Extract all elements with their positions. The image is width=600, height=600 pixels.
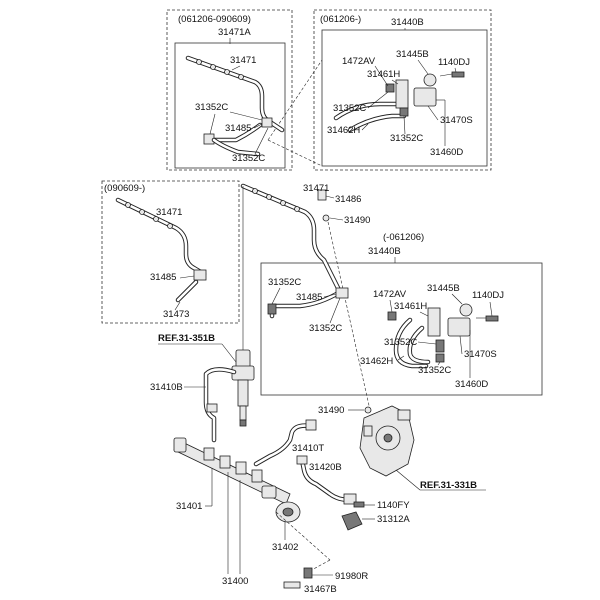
box-top-right-heading: (061206-)	[320, 14, 361, 25]
label-31473: 31473	[163, 309, 189, 320]
box-mid-right: (-061206)	[260, 232, 543, 396]
box-top-right: (061206-)	[313, 9, 492, 171]
label-31352C: 31352C	[418, 365, 451, 376]
return-hose-top-left	[185, 55, 285, 157]
label-31470S: 31470S	[440, 115, 473, 126]
label-31462H: 31462H	[327, 125, 360, 136]
label-31410T: 31410T	[292, 443, 324, 454]
label-31471: 31471	[230, 55, 256, 66]
pressure-regulator-31402	[275, 501, 301, 523]
label-31486: 31486	[335, 194, 361, 205]
label-31352C: 31352C	[390, 133, 423, 144]
bolt-1140FY	[353, 501, 365, 508]
label-31420B: 31420B	[309, 462, 342, 473]
label-31461H: 31461H	[367, 69, 400, 80]
return-hose-mid-left	[115, 197, 207, 303]
label-31312A: 31312A	[377, 514, 410, 525]
label-31352C: 31352C	[232, 153, 265, 164]
label-31461H: 31461H	[394, 301, 427, 312]
gasket-31490	[364, 406, 372, 414]
connector-line	[275, 511, 331, 561]
box-mid-left: (090609-)	[101, 180, 240, 324]
injector	[231, 186, 255, 427]
label-31490: 31490	[318, 405, 344, 416]
label-31401: 31401	[176, 501, 202, 512]
label-1472AV: 1472AV	[373, 289, 407, 300]
label-31440B: 31440B	[368, 246, 401, 257]
label-1140FY: 1140FY	[377, 500, 410, 511]
label-91980R: 91980R	[335, 571, 368, 582]
label-31471: 31471	[303, 183, 329, 194]
label-31485: 31485	[225, 123, 251, 134]
label-31490: 31490	[344, 215, 370, 226]
high-pressure-pipe-31420B	[296, 455, 357, 505]
label-31445B: 31445B	[427, 283, 460, 294]
label-31445B: 31445B	[396, 49, 429, 60]
label-1140DJ: 1140DJ	[472, 290, 504, 301]
high-pressure-pump	[359, 405, 415, 477]
label-31462H: 31462H	[360, 356, 393, 367]
label-31352C: 31352C	[195, 102, 228, 113]
label-31471: 31471	[156, 207, 182, 218]
high-pressure-pipe-31410T	[253, 419, 317, 467]
label-31467B: 31467B	[304, 584, 337, 595]
box-top-left-heading: (061206-090609)	[178, 14, 251, 25]
label-31352C: 31352C	[268, 277, 301, 288]
ref-31-331B[interactable]: REF.31-331B	[420, 480, 477, 491]
box-mid-right-heading: (-061206)	[383, 232, 424, 243]
label-31352C: 31352C	[384, 337, 417, 348]
label-31402: 31402	[272, 542, 298, 553]
label-31410B: 31410B	[150, 382, 183, 393]
return-valve-assembly-mid	[267, 287, 499, 369]
label-31352C: 31352C	[309, 323, 342, 334]
label-31440B: 31440B	[391, 17, 424, 28]
return-valve-assembly-top	[333, 71, 465, 133]
sensor-31467B	[283, 581, 301, 589]
label-31460D: 31460D	[455, 379, 488, 390]
label-31485: 31485	[296, 292, 322, 303]
label-31470S: 31470S	[464, 349, 497, 360]
box-mid-left-heading: (090609-)	[104, 183, 145, 194]
label-1140DJ: 1140DJ	[438, 57, 470, 68]
label-31352C: 31352C	[333, 103, 366, 114]
return-hose-main	[240, 183, 343, 295]
label-1472AV: 1472AV	[342, 56, 376, 67]
common-rail	[173, 437, 291, 505]
high-pressure-pipe-31410B	[203, 367, 237, 443]
harness-91980R	[303, 567, 313, 579]
label-31471A: 31471A	[218, 27, 251, 38]
label-31400: 31400	[222, 576, 248, 587]
label-31460D: 31460D	[430, 147, 463, 158]
sensor-31312A	[341, 511, 363, 531]
ref-31-351B[interactable]: REF.31-351B	[158, 333, 215, 344]
label-31485: 31485	[150, 272, 176, 283]
